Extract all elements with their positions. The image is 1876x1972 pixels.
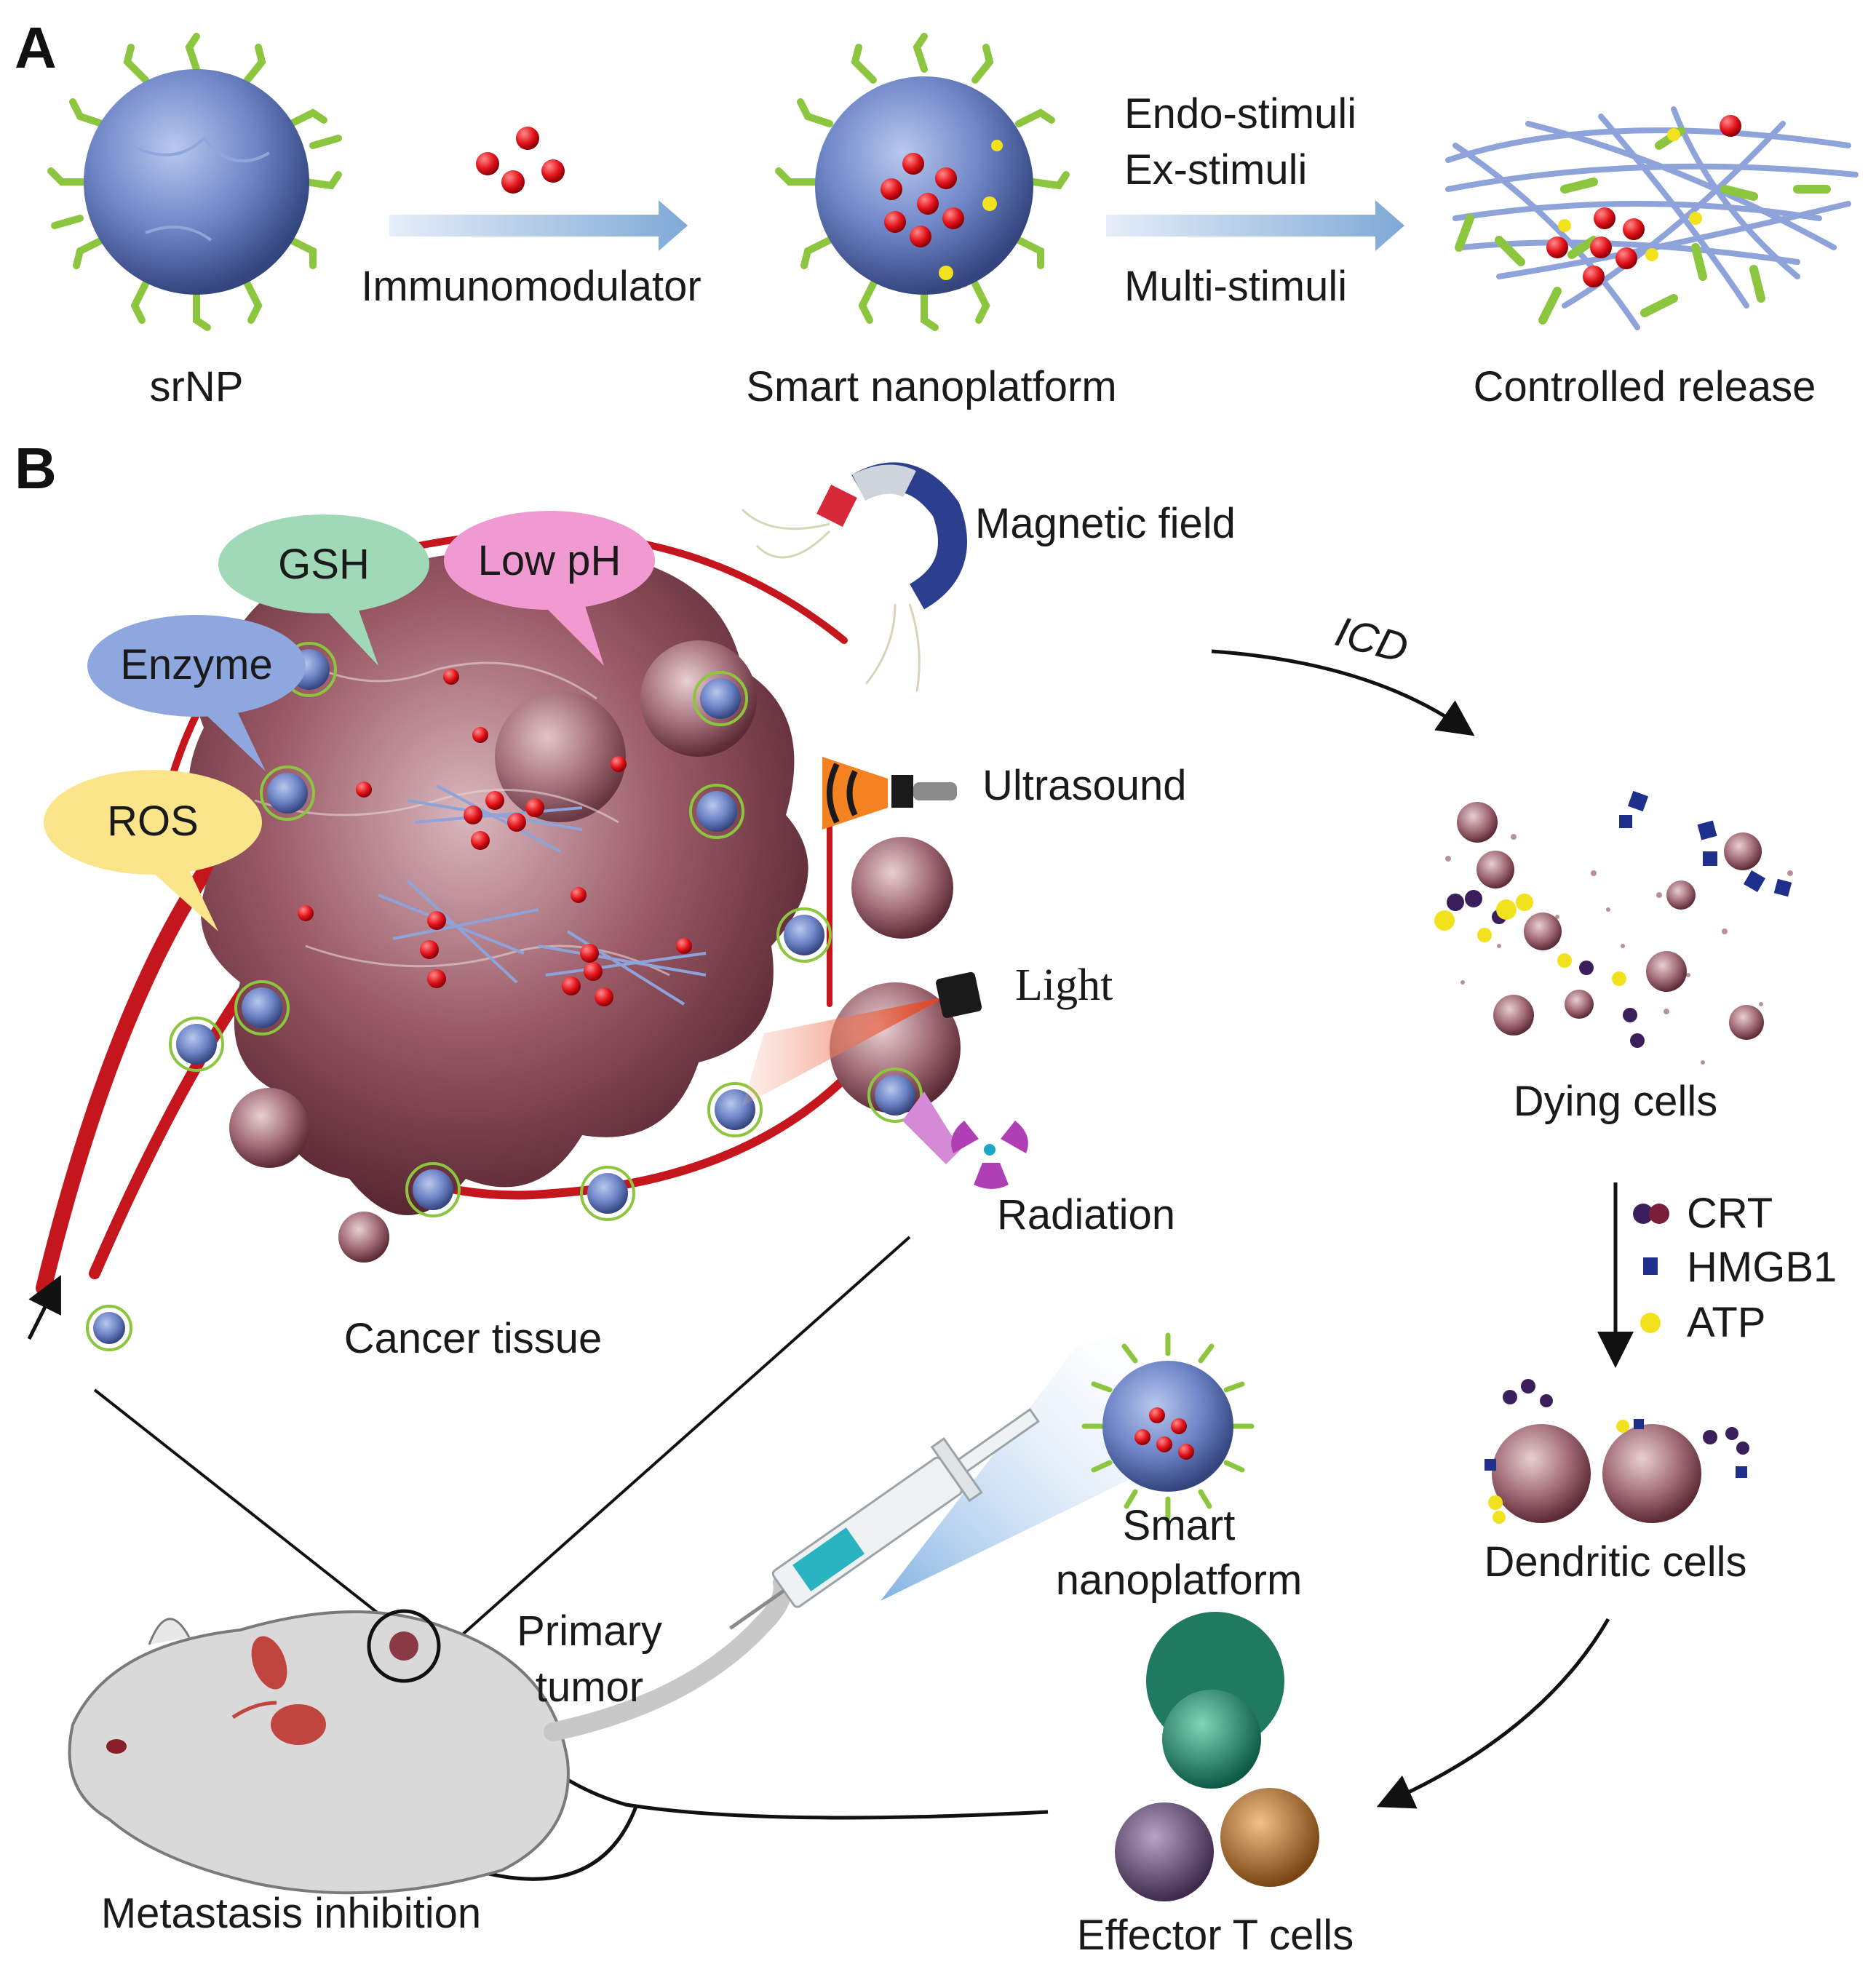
label-dying-cells: Dying cells [1513, 1078, 1718, 1125]
injected-nanoplatform-particle [1081, 1332, 1255, 1520]
effector-t-cells [1115, 1612, 1319, 1901]
cancer-tissue-mass [188, 547, 961, 1263]
immunomodulator-drops [476, 127, 565, 194]
arrow-dc-to-t [1376, 1618, 1610, 1809]
label-ultrasound: Ultrasound [982, 762, 1187, 809]
label-endo-stimuli: Endo-stimuli [1124, 90, 1357, 138]
srnp-nanoparticle [47, 33, 342, 331]
gsh-bubble [218, 514, 429, 666]
zoom-line-right [417, 1236, 911, 1675]
arrow-stimuli [1106, 200, 1404, 251]
label-primary-tumor-2: tumor [535, 1663, 644, 1711]
label-ex-stimuli: Ex-stimuli [1124, 146, 1308, 194]
label-dendritic-cells: Dendritic cells [1484, 1538, 1747, 1586]
radiation-icon [902, 1092, 1028, 1189]
atp-icon [1640, 1313, 1661, 1333]
arrow-load [389, 200, 688, 251]
label-ros: ROS [107, 798, 199, 845]
light-source-icon [742, 971, 982, 1106]
label-immunomodulator: Immunomodulator [361, 263, 701, 310]
arrow-entry [27, 1275, 61, 1340]
ros-bubble [44, 770, 262, 931]
enzyme-bubble [87, 615, 306, 771]
label-smart-nanoplatform: Smart nanoplatform [746, 363, 1117, 410]
label-cancer-tissue: Cancer tissue [343, 1315, 603, 1362]
label-multi-stimuli: Multi-stimuli [1124, 263, 1348, 310]
label-smart-nanoplatform-b1: Smart [1122, 1502, 1236, 1549]
label-atp: ATP [1687, 1299, 1766, 1346]
label-gsh: GSH [278, 541, 370, 588]
label-light: Light [1015, 961, 1113, 1010]
magnet-icon [741, 462, 967, 692]
ultrasound-icon [822, 757, 957, 830]
label-effector-t-cells: Effector T cells [1076, 1912, 1354, 1959]
arrow-icd [1211, 649, 1475, 736]
label-magnetic-field: Magnetic field [975, 500, 1236, 547]
label-hmgb1: HMGB1 [1687, 1244, 1837, 1291]
smart-nanoplatform-particle [775, 33, 1070, 331]
syringe-icon [728, 1332, 1164, 1630]
label-controlled-release: Controlled release [1473, 363, 1816, 410]
label-radiation: Radiation [997, 1191, 1176, 1239]
label-srnp: srNP [149, 363, 244, 410]
label-enzyme: Enzyme [120, 641, 273, 688]
label-primary-tumor-1: Primary [517, 1607, 662, 1655]
primary-tumor-highlight [367, 1609, 441, 1683]
panel-label-b: B [15, 436, 57, 501]
label-crt: CRT [1687, 1190, 1773, 1237]
low-ph-bubble [444, 511, 655, 666]
mouse-illustration [68, 1573, 792, 1895]
label-low-ph: Low pH [477, 537, 621, 584]
dying-cells-cluster [1434, 790, 1793, 1065]
crt-icon [1633, 1204, 1669, 1224]
dendritic-cells [1484, 1379, 1749, 1524]
panel-label-a: A [15, 15, 57, 80]
hmgb1-icon [1643, 1257, 1658, 1275]
label-metastasis-inhibition: Metastasis inhibition [100, 1890, 482, 1937]
label-smart-nanoplatform-b2: nanoplatform [1055, 1556, 1303, 1604]
controlled-release-fibers [1445, 106, 1859, 330]
